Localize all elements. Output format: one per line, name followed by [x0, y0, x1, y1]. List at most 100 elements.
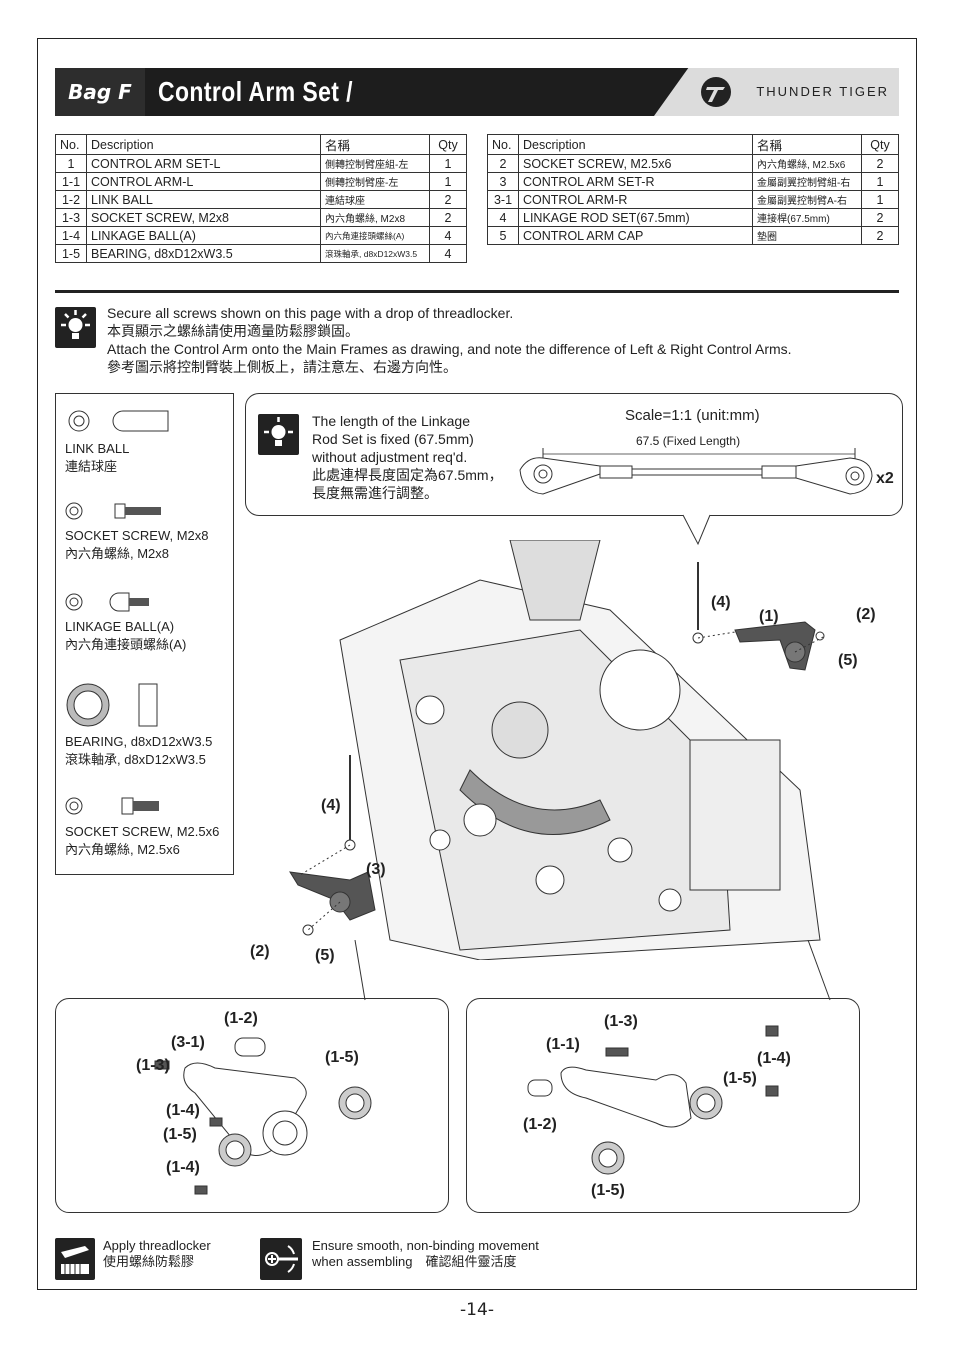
table-header-row: No. Description 名稱 Qty: [55, 134, 467, 155]
cell: 2: [429, 208, 467, 227]
fixed-length-label: 67.5 (Fixed Length): [636, 434, 741, 448]
cell: BEARING, d8xD12xW3.5: [86, 244, 321, 263]
parts-sidebar-icons: [65, 410, 169, 815]
label-1-5: (1-5): [325, 1049, 359, 1066]
cell: 側轉控制臂座-左: [320, 172, 430, 191]
threadlocker-icon: [55, 1238, 95, 1280]
note-line: 參考圖示將控制臂裝上側板上，請注意左、右邊方向性。: [107, 359, 457, 375]
cell: 滾珠軸承, d8xD12xW3.5: [320, 244, 430, 263]
brand-band: THUNDER TIGER: [654, 68, 899, 116]
label-1-3: (1-3): [604, 1013, 638, 1030]
label-1-4: (1-4): [166, 1102, 200, 1119]
cell: 4: [487, 208, 519, 227]
tip-bulb-icon: [258, 414, 299, 455]
label-1-4: (1-4): [757, 1050, 791, 1067]
label-en: SOCKET SCREW, M2.5x6: [65, 824, 220, 839]
label-zh: 滾珠軸承, d8xD12xW3.5: [65, 752, 206, 767]
cell: LINKAGE ROD SET(67.5mm): [518, 208, 753, 227]
col-description: Description: [86, 134, 321, 155]
label-en: LINK BALL: [65, 441, 130, 456]
socket-screw-m2x8-icon: [65, 502, 161, 520]
label-zh: 連結球座: [65, 459, 118, 474]
cell: CONTROL ARM SET-R: [518, 172, 753, 191]
label-1-5: (1-5): [723, 1070, 757, 1087]
col-qty: Qty: [429, 134, 467, 155]
cell: 內六角螺絲, M2.5x6: [752, 154, 862, 173]
cell: 側轉控制臂座組-左: [320, 154, 430, 173]
callout-line: without adjustment req'd.: [312, 449, 468, 465]
threadlocker-legend: Apply threadlocker 使用螺絲防鬆膠: [103, 1238, 211, 1270]
label-en: BEARING, d8xD12xW3.5: [65, 734, 213, 749]
label-1-5: (1-5): [591, 1182, 625, 1199]
cell: 4: [429, 244, 467, 263]
brand-logo-icon: [701, 77, 731, 107]
cell: 1: [55, 154, 87, 173]
cell: 金屬副翼控制臂組-右: [752, 172, 862, 191]
assembly-notes: Secure all screws shown on this page wit…: [107, 304, 792, 376]
cell: CONTROL ARM-L: [86, 172, 321, 191]
cell: 1-5: [55, 244, 87, 263]
main-frame-illustration: [339, 540, 821, 960]
callout-line: Rod Set is fixed (67.5mm): [312, 431, 474, 447]
col-no: No.: [55, 134, 87, 155]
label-1-2: (1-2): [224, 1010, 258, 1027]
label-4: (4): [321, 797, 341, 814]
cell: 1: [429, 154, 467, 173]
cell: 3-1: [487, 190, 519, 209]
part-label-bearing: BEARING, d8xD12xW3.5 滾珠軸承, d8xD12xW3.5: [65, 733, 212, 769]
cell: 4: [429, 226, 467, 245]
label-1-3: (1-3): [136, 1057, 170, 1074]
cell: 5: [487, 226, 519, 245]
label-2: (2): [250, 943, 270, 960]
col-name-zh: 名稱: [752, 134, 862, 155]
cell: LINK BALL: [86, 190, 321, 209]
table-header-row: No. Description 名稱 Qty: [487, 134, 899, 155]
col-description: Description: [518, 134, 753, 155]
cell: SOCKET SCREW, M2x8: [86, 208, 321, 227]
col-name-zh: 名稱: [320, 134, 430, 155]
cell: 1: [429, 172, 467, 191]
cell: 內六角連接頭螺絲(A): [320, 226, 430, 245]
exploded-view-arm-l: [527, 1025, 779, 1175]
exploded-view-arm-r: [154, 1037, 372, 1195]
cell: 3: [487, 172, 519, 191]
col-no: No.: [487, 134, 519, 155]
label-5: (5): [315, 947, 335, 964]
label-zh: 內六角螺絲, M2x8: [65, 546, 170, 561]
cell: 2: [861, 208, 899, 227]
cell: 2: [487, 154, 519, 173]
label-2: (2): [856, 606, 876, 623]
page-frame: [37, 38, 917, 1290]
label-3-1: (3-1): [171, 1034, 205, 1051]
tip-bulb-icon: [55, 307, 96, 348]
label-5: (5): [838, 652, 858, 669]
label-en: LINKAGE BALL(A): [65, 619, 175, 634]
cell: 1-3: [55, 208, 87, 227]
scale-note: Scale=1:1 (unit:mm): [625, 407, 760, 424]
smooth-movement-legend: Ensure smooth, non-binding movement when…: [312, 1238, 539, 1270]
page-number: -14-: [460, 1300, 494, 1320]
label-1: (1): [759, 608, 779, 625]
callout-text: The length of the Linkage Rod Set is fix…: [312, 412, 503, 502]
bearing-icon: [66, 683, 158, 727]
cell: SOCKET SCREW, M2.5x6: [518, 154, 753, 173]
cell: 1: [861, 190, 899, 209]
label-1-4: (1-4): [166, 1159, 200, 1176]
label-1-2: (1-2): [523, 1116, 557, 1133]
cell: 連接桿(67.5mm): [752, 208, 862, 227]
label-zh: 內六角連接頭螺絲(A): [65, 637, 187, 652]
bag-label: Bag F: [55, 68, 145, 116]
cell: 內六角螺絲, M2x8: [320, 208, 430, 227]
detail-pointers: [354, 940, 831, 1001]
detail-box-right-arm: [55, 998, 449, 1213]
